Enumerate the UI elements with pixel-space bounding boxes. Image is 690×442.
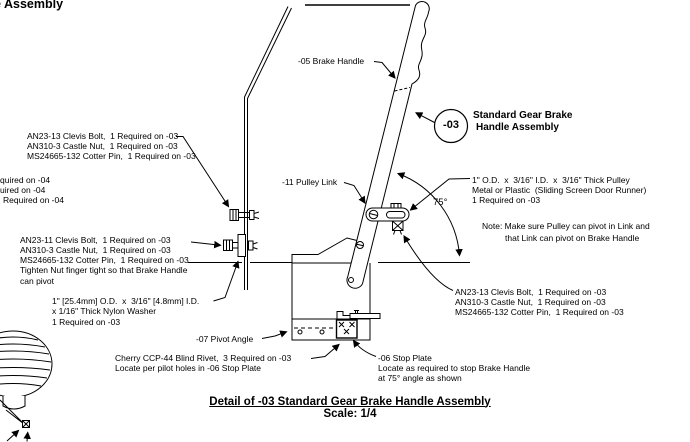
callout-03-title-2: Handle Assembly: [476, 122, 559, 133]
pulley-link-label: -11 Pulley Link: [282, 176, 338, 187]
callout-04-partial-2: uired on -04: [0, 184, 46, 195]
note-line-1: Note: Make sure Pulley can pivot in Link…: [482, 221, 650, 231]
callout-clevis-mid-3: MS24665-132 Cotter Pin, 1 Required on -0…: [20, 255, 189, 266]
callout-clevis-top-2: AN310-3 Castle Nut, 1 Required on -03: [27, 140, 178, 151]
tire-drawing: [0, 330, 53, 428]
pulley-spec-2: Metal or Plastic (Sliding Screen Door Ru…: [472, 184, 647, 195]
mount-box: [291, 263, 371, 319]
callout-washer-3: 1 Required on -03: [52, 316, 121, 327]
handle-pivot-hole: [348, 277, 354, 283]
callout-clevis-bottom-3: MS24665-132 Cotter Pin, 1 Required on -0…: [455, 307, 624, 318]
grip-boundary: [394, 87, 411, 92]
callout-clevis-bottom-2: AN310-3 Castle Nut, 1 Required on -03: [455, 296, 606, 307]
stop-plate-note-2: Locate as required to stop Brake Handle: [378, 362, 531, 373]
pulley-spec-1: 1" O.D. x 3/16" I.D. x 3/16" Thick Pulle…: [472, 174, 630, 185]
callout-clevis-mid-5: can pivot: [20, 275, 55, 286]
pivot-angle-drawing: [291, 318, 371, 341]
nylon-washer: [237, 234, 246, 257]
callout-03-id: -03: [443, 118, 459, 131]
callout-03-circle: [433, 108, 469, 144]
clevis-bolt-upper: [229, 209, 260, 221]
pulley-spec-3: 1 Required on -03: [472, 195, 541, 206]
callout-clevis-bottom-1: AN23-13 Clevis Bolt, 1 Required on -03: [455, 286, 607, 297]
callout-washer-2: x 1/16" Thick Nylon Washer: [52, 306, 157, 317]
angle-arc: [396, 172, 463, 257]
callout-washer-1: 1" [25.4mm] O.D. x 3/16" [4.8mm] I.D.: [52, 296, 200, 306]
callout-03-title-1: Standard Gear Brake: [473, 110, 573, 121]
angle-75-label: 75°: [433, 197, 448, 208]
drawing-title: Detail of -03 Standard Gear Brake Handle…: [209, 395, 491, 408]
stop-plate-note-3: at 75° angle as shown: [378, 373, 462, 384]
stop-plate-note-1: -06 Stop Plate: [378, 352, 432, 363]
clevis-bolt-lower: [223, 234, 258, 257]
support-bracket: [291, 237, 358, 264]
drawing-scale: Scale: 1/4: [323, 408, 377, 420]
callout-clevis-mid-4: Tighten Nut finger tight so that Brake H…: [20, 265, 188, 276]
gear-channel: [244, 6, 292, 290]
callout-clevis-top-1: AN23-13 Clevis Bolt, 1 Required on -03: [27, 130, 179, 141]
note-line-2: that Link can pivot on Brake Handle: [505, 233, 640, 243]
stop-plate-drawing: [335, 310, 381, 339]
gear-fork: [0, 399, 25, 425]
callout-clevis-mid-1: AN23-11 Clevis Bolt, 1 Required on -03: [20, 234, 171, 245]
callout-clevis-mid-2: AN310-3 Castle Nut, 1 Required on -03: [20, 244, 171, 255]
leader-lines: [6, 61, 471, 442]
brake-handle-drawing: [346, 0, 430, 289]
callout-04-partial-1: quired on -04: [0, 174, 51, 185]
rivet-note-2: Locate per pilot holes in -06 Stop Plate: [115, 362, 262, 373]
wheel-hub: [2, 396, 26, 410]
brake-handle-label: -05 Brake Handle: [298, 56, 365, 66]
rivet-note-1: Cherry CCP-44 Blind Rivet, 3 Required on…: [115, 352, 292, 363]
page-title-partial: e Assembly: [0, 0, 64, 11]
pivot-angle-label: -07 Pivot Angle: [196, 334, 254, 344]
callout-04-partial-3: Required on -04: [3, 195, 64, 206]
callout-clevis-top-3: MS24665-132 Cotter Pin, 1 Required on -0…: [27, 151, 196, 162]
